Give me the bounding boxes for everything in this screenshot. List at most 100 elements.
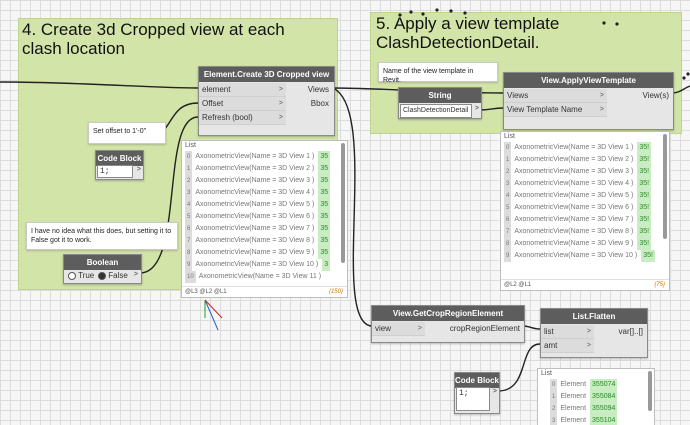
chevron-right-icon: > <box>599 106 604 113</box>
boolean-radio-false[interactable]: False <box>98 270 128 282</box>
watch-bottom-scrollbar[interactable] <box>648 371 652 411</box>
node-create-3d-cropped-view[interactable]: Element.Create 3D Cropped view element >… <box>198 66 335 136</box>
watch-item-element-id: 35! <box>637 142 652 154</box>
outport-flattened[interactable]: var[]..[] <box>618 327 643 336</box>
watch-left-levels: @L3 @L2 @L1 <box>185 289 227 295</box>
note-template-name[interactable]: Name of the view template in Revit. <box>378 62 498 84</box>
wire-boolean-refresh <box>139 116 199 274</box>
port-views[interactable]: Views > <box>504 89 607 103</box>
watch-right-scrollbar[interactable] <box>663 134 667 239</box>
watch-item-index: 5 <box>185 211 193 223</box>
port-amt[interactable]: amt > <box>541 339 594 353</box>
chevron-right-icon: > <box>133 271 138 278</box>
node-apply-view-template[interactable]: View.ApplyViewTemplate Views > View Temp… <box>503 72 674 130</box>
watch-item-text: AxonometricView(Name = 3D View 3 ) <box>195 177 315 184</box>
node-boolean-title: Boolean <box>64 255 141 270</box>
port-view[interactable]: view > <box>372 322 425 336</box>
watch-item-text: AxonometricView(Name = 3D View 8 ) <box>195 237 315 244</box>
watch-item-element-id: 35! <box>637 238 652 250</box>
watch-item-index: 8 <box>185 247 193 259</box>
watch-left-scrollbar[interactable] <box>341 143 345 263</box>
radio-checked-icon <box>98 271 106 280</box>
note-boolean-text: I have no idea what this does, but setti… <box>31 228 172 244</box>
watch-left-header: List <box>185 142 196 149</box>
watch-item-index: 6 <box>504 214 512 226</box>
port-list[interactable]: list > <box>541 325 594 339</box>
note-offset[interactable]: Set offset to 1'-0" <box>88 122 166 144</box>
watch-item-element-id: 35! <box>637 226 652 238</box>
outport-views[interactable]: Views <box>307 85 329 94</box>
port-list-label: list <box>544 327 554 336</box>
watch-item-index: 2 <box>185 175 193 187</box>
port-offset[interactable]: Offset > <box>199 97 286 111</box>
port-view-template-name[interactable]: View Template Name > <box>504 103 607 117</box>
watch-item-index: 1 <box>185 163 193 175</box>
watch-item-element-id: 355094 <box>590 403 618 415</box>
port-view-template-name-label: View Template Name <box>507 105 583 114</box>
watch-item-element-id: 35 <box>318 247 331 259</box>
code-block-offset-input[interactable]: 1; <box>97 165 133 178</box>
port-refresh[interactable]: Refresh (bool) > <box>199 111 286 125</box>
chevron-right-icon: > <box>474 105 479 112</box>
node-boolean[interactable]: Boolean True False > <box>63 254 142 284</box>
watch-item-text: AxonometricView(Name = 3D View 7 ) <box>514 216 634 223</box>
note-template-name-text: Name of the view template in Revit. <box>383 68 474 84</box>
watch-item-index: 0 <box>504 142 512 154</box>
boolean-false-label: False <box>108 271 128 280</box>
chevron-right-icon: > <box>136 166 141 173</box>
node-apply-view-template-title: View.ApplyViewTemplate <box>504 73 673 88</box>
outport-crop-region-element[interactable]: cropRegionElement <box>449 324 520 333</box>
watch-item-element-id: 355104 <box>590 415 618 425</box>
watch-left-footer: @L3 @L2 @L1 {150} <box>182 286 347 297</box>
node-list-flatten[interactable]: List.Flatten list > amt > var[]..[] <box>540 308 648 358</box>
watch-right-levels: @L2 @L1 <box>504 282 532 288</box>
code-block-amt-input[interactable]: 1; <box>456 387 490 411</box>
node-get-crop-region-element[interactable]: View.GetCropRegionElement view > cropReg… <box>371 305 525 343</box>
string-input[interactable]: ClashDetectionDetail <box>400 104 472 118</box>
note-boolean[interactable]: I have no idea what this does, but setti… <box>26 222 178 250</box>
watch-item-element-id: 355074 <box>590 379 618 391</box>
watch-item-text: Element <box>560 393 587 400</box>
watch-item-text: Element <box>560 405 587 412</box>
node-string[interactable]: String ClashDetectionDetail > <box>398 87 482 119</box>
watch-item-text: AxonometricView(Name = 3D View 4 ) <box>514 180 634 187</box>
node-code-block-amt[interactable]: Code Block 1; > <box>454 372 500 414</box>
watch-item-text: AxonometricView(Name = 3D View 6 ) <box>514 204 634 211</box>
port-amt-label: amt <box>544 341 558 350</box>
watch-item-index: 10 <box>185 271 196 283</box>
watch-item-text: AxonometricView(Name = 3D View 1 ) <box>195 153 315 160</box>
outport-bbox[interactable]: Bbox <box>310 99 329 108</box>
watch-bottom-header: List <box>541 370 552 377</box>
boolean-true-label: True <box>78 271 95 280</box>
watch-item-element-id: 35 <box>318 187 331 199</box>
watch-item-text: AxonometricView(Name = 3D View 9 ) <box>514 240 634 247</box>
boolean-radio-true[interactable]: True <box>68 270 94 282</box>
watch-item-element-id: 35! <box>637 202 652 214</box>
node-code-block-offset[interactable]: Code Block 1; > <box>95 150 144 180</box>
watch-item-index: 2 <box>504 166 512 178</box>
watch-item-element-id: 35! <box>637 166 652 178</box>
chevron-right-icon: > <box>417 325 422 332</box>
port-element[interactable]: element > <box>199 83 286 97</box>
radio-unchecked-icon <box>68 271 76 280</box>
outport-views-result[interactable]: View(s) <box>642 91 669 100</box>
watch-item-index: 4 <box>185 199 193 211</box>
watch-item-index: 3 <box>185 187 193 199</box>
note-offset-text: Set offset to 1'-0" <box>93 128 147 135</box>
